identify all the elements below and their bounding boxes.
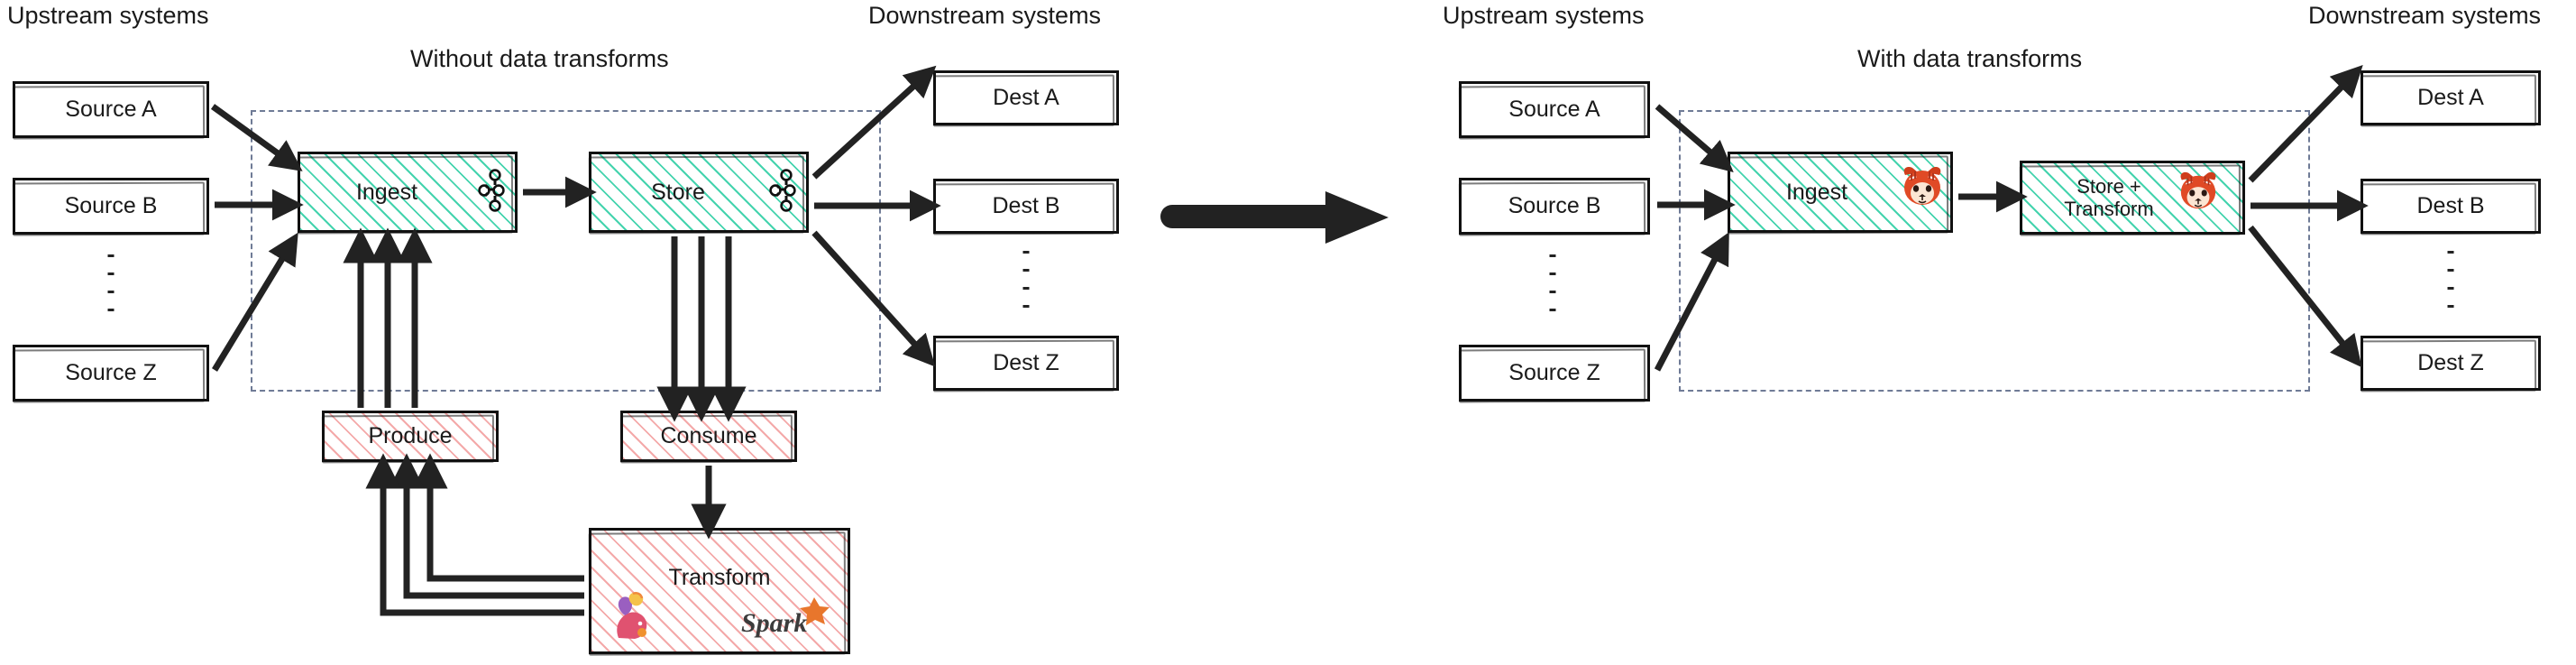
source-box-a[interactable]: Source A bbox=[13, 81, 209, 138]
arrow-store-dest-a-right bbox=[2248, 64, 2363, 183]
dest-box-a-right[interactable]: Dest A bbox=[2361, 70, 2541, 125]
dest-box-b-right[interactable]: Dest B bbox=[2361, 179, 2541, 234]
right-upstream-label: Upstream systems bbox=[1443, 2, 1645, 29]
dest-box-b[interactable]: Dest B bbox=[933, 179, 1119, 234]
dest-a-label: Dest A bbox=[993, 85, 1059, 111]
produce-box[interactable]: Produce bbox=[322, 411, 499, 462]
right-panel-title: With data transforms bbox=[1857, 45, 2083, 72]
transform-label: Transform bbox=[668, 565, 771, 590]
source-box-z-right[interactable]: Source Z bbox=[1459, 345, 1650, 402]
dest-box-a[interactable]: Dest A bbox=[933, 70, 1119, 125]
consume-label: Consume bbox=[660, 423, 757, 449]
arrow-source-a-ingest bbox=[210, 104, 303, 171]
store-box-left[interactable]: Store bbox=[589, 152, 809, 233]
redpanda-icon bbox=[2176, 170, 2221, 216]
dest-b-label-right: Dest B bbox=[2416, 193, 2485, 219]
store-transform-line1: Store + bbox=[2076, 174, 2141, 198]
dest-z-label-right: Dest Z bbox=[2417, 350, 2484, 376]
source-box-b-right[interactable]: Source B bbox=[1459, 178, 1650, 235]
dest-z-label: Dest Z bbox=[993, 350, 1059, 376]
arrow-store-dest-z bbox=[811, 230, 936, 367]
spark-icon: Spark bbox=[739, 596, 833, 647]
left-boundary-dashed bbox=[251, 110, 881, 392]
arrow-source-z-ingest-right bbox=[1654, 232, 1729, 372]
right-downstream-label: Downstream systems bbox=[2308, 2, 2542, 29]
source-box-a-right[interactable]: Source A bbox=[1459, 81, 1650, 138]
redpanda-icon bbox=[1899, 164, 1946, 212]
left-upstream-label: Upstream systems bbox=[7, 2, 209, 29]
store-label-left: Store bbox=[651, 179, 705, 205]
source-b-label: Source B bbox=[64, 193, 158, 219]
source-z-label-right: Source Z bbox=[1508, 360, 1600, 386]
flink-squirrel-icon bbox=[606, 591, 660, 648]
dest-box-z-right[interactable]: Dest Z bbox=[2361, 336, 2541, 391]
arrow-transform-produce-3 bbox=[365, 453, 584, 616]
source-box-z[interactable]: Source Z bbox=[13, 345, 209, 402]
right-boundary-dashed bbox=[1679, 110, 2310, 392]
source-a-label: Source A bbox=[65, 97, 157, 123]
ingest-label-left: Ingest bbox=[355, 179, 418, 205]
arrow-source-a-ingest-right bbox=[1655, 104, 1734, 172]
dest-a-label-right: Dest A bbox=[2417, 85, 2484, 111]
produce-label: Produce bbox=[368, 423, 453, 449]
arrow-store-dest-z-right bbox=[2248, 225, 2362, 368]
arrow-source-z-ingest bbox=[212, 232, 298, 372]
source-b-label-right: Source B bbox=[1508, 193, 1601, 219]
kafka-icon bbox=[476, 168, 507, 217]
ingest-label-right: Ingest bbox=[1785, 179, 1848, 205]
arrow-transform-produce-2 bbox=[389, 453, 584, 599]
arrow-store-dest-a bbox=[811, 65, 937, 180]
svg-text:Spark: Spark bbox=[741, 608, 807, 638]
dest-b-label: Dest B bbox=[992, 193, 1060, 219]
source-a-label-right: Source A bbox=[1508, 97, 1600, 123]
source-z-label: Source Z bbox=[65, 360, 157, 386]
store-transform-label: Store + Transform bbox=[2064, 175, 2153, 221]
kafka-icon bbox=[767, 168, 798, 217]
left-downstream-label: Downstream systems bbox=[868, 2, 1102, 29]
ingest-box-left[interactable]: Ingest bbox=[298, 152, 518, 233]
store-transform-line2: Transform bbox=[2064, 198, 2154, 220]
big-right-arrow bbox=[1160, 191, 1389, 244]
arrow-transform-produce-1 bbox=[412, 453, 584, 582]
left-panel-title: Without data transforms bbox=[410, 45, 669, 72]
source-box-b[interactable]: Source B bbox=[13, 178, 209, 235]
